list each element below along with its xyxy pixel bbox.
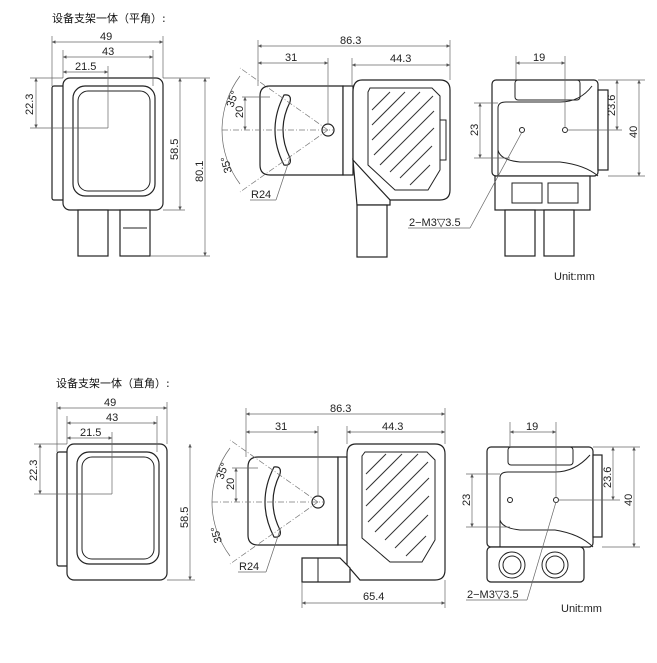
dim-height-58-5: 58.5	[169, 139, 181, 160]
radius-r24: R24	[239, 561, 259, 573]
dim-height-80-1: 80.1	[194, 161, 206, 182]
dim-width-21-5: 21.5	[75, 61, 96, 73]
dim-40: 40	[628, 126, 640, 138]
angle-35-lower: 35°	[219, 155, 235, 174]
section-title: 设备支架一体（平角）:	[52, 11, 166, 25]
back-view: 19 23 23.6 40 2−M3▽3.5	[461, 421, 640, 601]
dim-height-22-3: 22.3	[28, 460, 40, 481]
section-title: 设备支架一体（直角）:	[56, 376, 170, 390]
dim-width-43: 43	[106, 412, 118, 424]
dim-height-58-5: 58.5	[179, 507, 191, 528]
dim-20: 20	[225, 478, 237, 490]
dim-length-44-3: 44.3	[382, 421, 403, 433]
dim-40: 40	[623, 494, 635, 506]
radius-r24: R24	[251, 189, 271, 201]
angle-35-lower: 35°	[209, 525, 225, 544]
dim-length-31: 31	[285, 52, 297, 64]
unit-label: Unit:mm	[561, 603, 602, 615]
hole-spec: 2−M3▽3.5	[409, 217, 461, 229]
dim-length-86-3: 86.3	[340, 35, 361, 47]
dim-23: 23	[461, 494, 473, 506]
dim-length-31: 31	[275, 421, 287, 433]
hole-spec: 2−M3▽3.5	[467, 589, 519, 601]
side-view: 86.3 31 44.3 35° 20 35° R24 65.4	[209, 403, 446, 608]
angle-35-upper: 35°	[225, 89, 242, 109]
section-right-angle: 设备支架一体（直角）: 49 43 21.5 22.3 58.5	[28, 376, 640, 615]
unit-label: Unit:mm	[554, 271, 595, 283]
dim-height-22-3: 22.3	[24, 94, 36, 115]
dim-hole-spacing-19: 19	[526, 421, 538, 433]
dim-23: 23	[469, 124, 481, 136]
dim-width-49: 49	[100, 31, 112, 43]
dim-length-44-3: 44.3	[390, 53, 411, 65]
dim-length-65-4: 65.4	[363, 591, 384, 603]
dim-23-6: 23.6	[606, 95, 618, 116]
side-view: 86.3 31 44.3 35° 20 35° R24	[219, 35, 451, 258]
section-flat-angle: 设备支架一体（平角）: 49 43 21.5 22.3	[24, 11, 645, 283]
dim-width-49: 49	[104, 397, 116, 409]
angle-35-upper: 35°	[215, 461, 232, 481]
front-view: 49 43 21.5 22.3 58.5 80.1	[24, 31, 210, 257]
back-view: 19 23 23.6 40 2−M3▽3.5	[408, 52, 645, 257]
front-view: 49 43 21.5 22.3 58.5	[28, 397, 195, 581]
dim-width-43: 43	[102, 46, 114, 58]
dim-20: 20	[234, 106, 246, 118]
dim-width-21-5: 21.5	[80, 427, 101, 439]
dim-hole-spacing-19: 19	[533, 52, 545, 64]
dim-length-86-3: 86.3	[330, 403, 351, 415]
dim-23-6: 23.6	[602, 467, 614, 488]
